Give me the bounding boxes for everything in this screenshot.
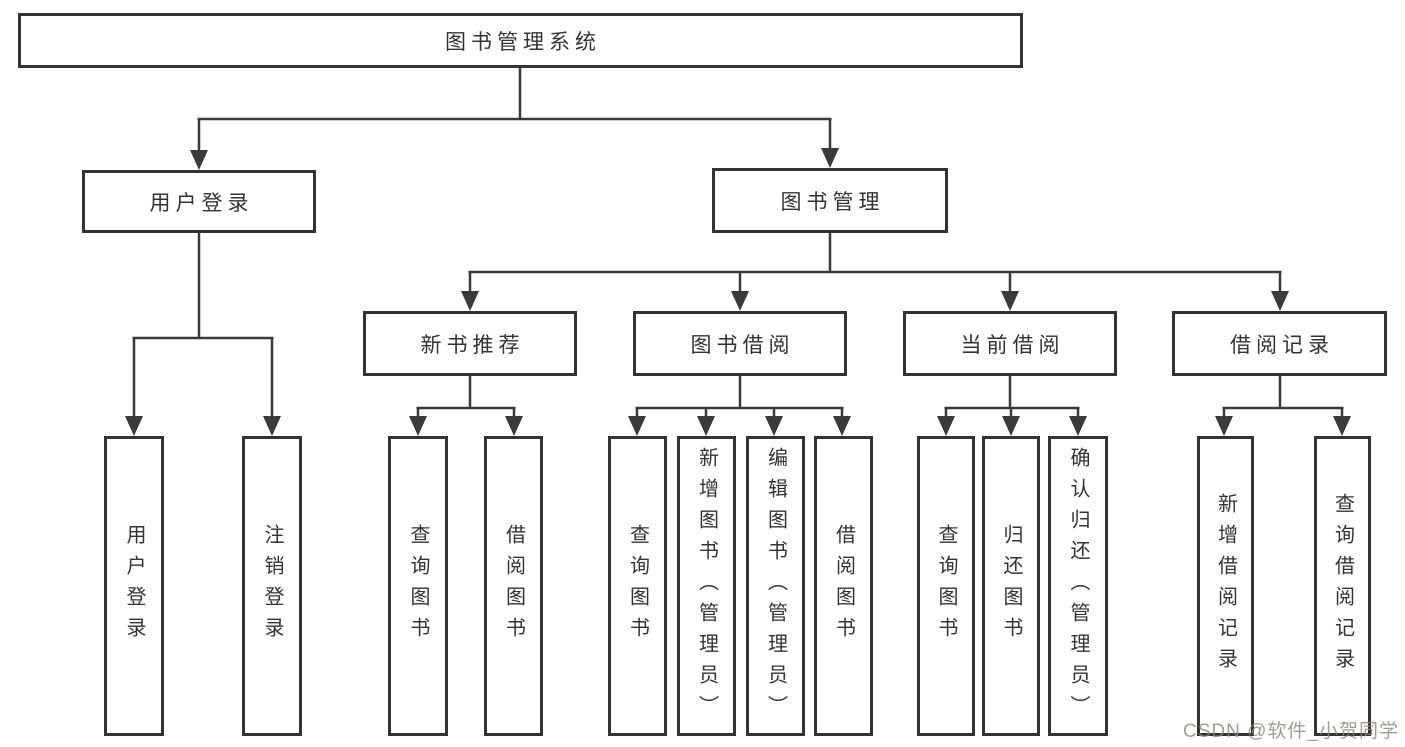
- leaf-label: 查询图书: [626, 524, 649, 648]
- node-book-management: 图书管理: [712, 168, 948, 233]
- leaf-query-books-current: 查询图书: [917, 436, 975, 736]
- node-label: 当前借阅: [960, 333, 1065, 357]
- leaf-label: 归还图书: [1000, 524, 1022, 648]
- leaf-label: 用户登录: [123, 524, 145, 648]
- leaf-label: 确认归还（管理员）: [1067, 446, 1089, 726]
- leaf-query-borrow-record: 查询借阅记录: [1314, 436, 1371, 736]
- node-user-login: 用户登录: [82, 170, 316, 233]
- leaf-return-books: 归还图书: [982, 436, 1040, 736]
- leaf-query-books-recommend: 查询图书: [388, 436, 448, 736]
- leaf-add-borrow-record: 新增借阅记录: [1197, 436, 1254, 736]
- node-new-book-recommendation: 新书推荐: [363, 311, 577, 376]
- leaf-borrow-books-recommend: 借阅图书: [484, 436, 543, 736]
- leaf-user-login: 用户登录: [104, 436, 164, 736]
- node-label: 新书推荐: [420, 333, 525, 357]
- leaf-label: 借阅图书: [832, 524, 855, 648]
- watermark: CSDN @软件_小贺同学: [1183, 721, 1399, 742]
- node-label: 图书借阅: [690, 333, 795, 357]
- leaf-label: 查询图书: [935, 524, 957, 648]
- leaf-borrow-books-borrowing: 借阅图书: [814, 436, 873, 736]
- leaf-label: 新增图书（管理员）: [695, 446, 718, 726]
- node-label: 用户登录: [149, 191, 254, 215]
- leaf-label: 新增借阅记录: [1214, 493, 1237, 679]
- leaf-label: 查询图书: [407, 524, 429, 648]
- node-library-management-system: 图书管理系统: [18, 13, 1023, 68]
- node-borrowing-records: 借阅记录: [1172, 311, 1387, 376]
- leaf-label: 查询借阅记录: [1331, 493, 1354, 679]
- node-label: 图书管理系统: [445, 30, 601, 54]
- leaf-confirm-return-admin: 确认归还（管理员）: [1048, 436, 1108, 736]
- leaf-query-books-borrowing: 查询图书: [608, 436, 667, 736]
- leaf-label: 编辑图书（管理员）: [764, 446, 787, 726]
- leaf-label: 借阅图书: [502, 524, 525, 648]
- node-book-borrowing: 图书借阅: [633, 311, 847, 376]
- leaf-edit-books-admin: 编辑图书（管理员）: [746, 436, 805, 736]
- leaf-label: 注销登录: [261, 524, 283, 648]
- node-current-borrowing: 当前借阅: [903, 311, 1117, 376]
- node-label: 图书管理: [780, 190, 885, 214]
- leaf-add-books-admin: 新增图书（管理员）: [677, 436, 736, 736]
- leaf-logout: 注销登录: [242, 436, 302, 736]
- node-label: 借阅记录: [1230, 333, 1334, 357]
